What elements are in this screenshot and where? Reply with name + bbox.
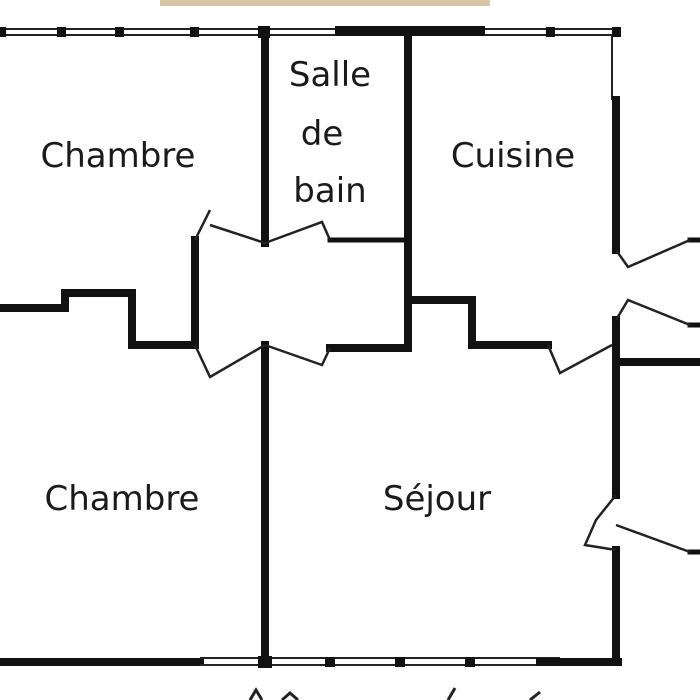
room-label-living-room: Séjour <box>383 479 491 519</box>
room-label-kitchen: Cuisine <box>451 136 575 176</box>
room-label-bathroom-line2: de <box>301 114 344 154</box>
top-edge-strip <box>160 0 490 6</box>
room-label-bathroom-line1: Salle <box>289 55 371 95</box>
right-corridor-walls <box>616 237 700 555</box>
right-exterior-wall <box>611 35 620 664</box>
bottom-exterior-wall <box>0 656 622 668</box>
room-label-bedroom-bottom: Chambre <box>45 479 200 519</box>
door-swings <box>193 209 691 554</box>
bottom-cutoff-marks <box>248 687 541 700</box>
interior-walls <box>0 26 552 666</box>
room-label-bathroom-line3: bain <box>293 171 366 211</box>
room-label-bedroom-top: Chambre <box>41 136 196 176</box>
